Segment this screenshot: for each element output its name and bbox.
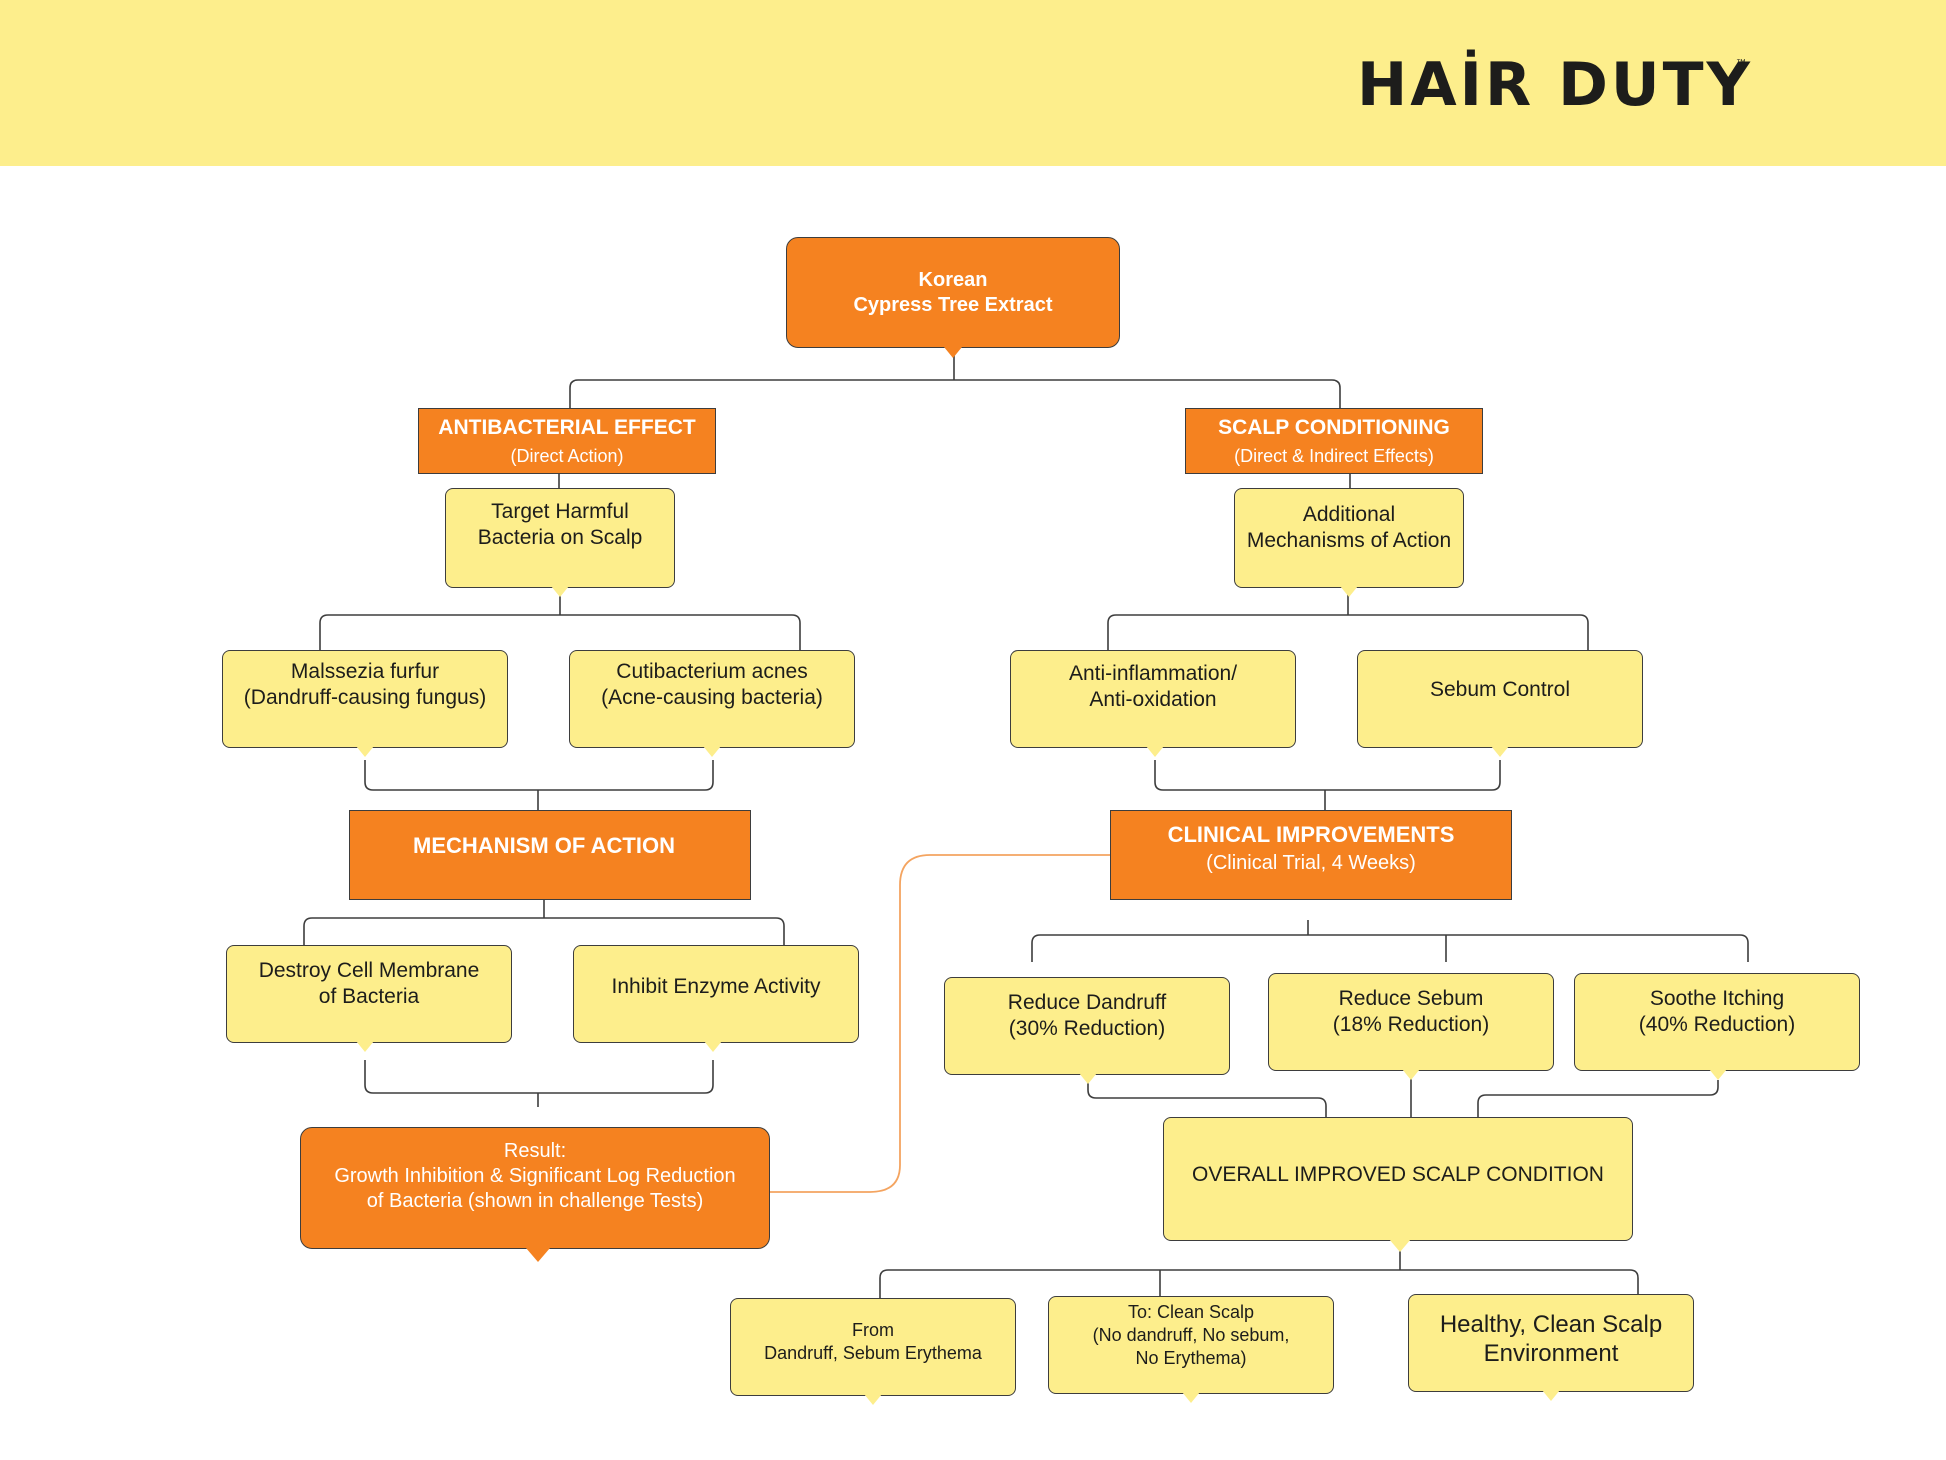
inhibit-enzyme-label: Inhibit Enzyme Activity (611, 975, 821, 998)
to-tail (1182, 1392, 1200, 1403)
additional-mechanisms-tail (1340, 586, 1358, 597)
root-line1: Korean (918, 268, 988, 291)
sebum-control-node: Sebum Control (1357, 650, 1643, 748)
healthy-line1: Healthy, Clean Scalp (1439, 1311, 1663, 1338)
scalp-conditioning-subtitle: (Direct & Indirect Effects) (1234, 445, 1434, 466)
from-line1: From (852, 1320, 894, 1340)
reduce-dandruff-tail (1079, 1073, 1097, 1084)
cutibacterium-node: Cutibacterium acnes (Acne-causing bacter… (569, 650, 855, 748)
malassezia-line2: (Dandruff-causing fungus) (243, 686, 487, 710)
antibacterial-effect-node: ANTIBACTERIAL EFFECT (Direct Action) (418, 408, 716, 474)
from-tail (864, 1394, 882, 1405)
mechanism-of-action-node: MECHANISM OF ACTION (349, 810, 751, 900)
cutibacterium-line1: Cutibacterium acnes (616, 660, 808, 683)
brand-logo: HAİR DUTY (1357, 50, 1753, 120)
reduce-dandruff-line2: (30% Reduction) (1008, 1017, 1166, 1041)
healthy-scalp-node: Healthy, Clean Scalp Environment (1408, 1294, 1694, 1392)
to-node: To: Clean Scalp (No dandruff, No sebum, … (1048, 1296, 1334, 1394)
from-line2: Dandruff, Sebum Erythema (764, 1342, 982, 1363)
destroy-membrane-tail (356, 1041, 374, 1052)
reduce-dandruff-line1: Reduce Dandruff (1007, 991, 1167, 1014)
header-banner: HAİR DUTY ™ (0, 0, 1946, 166)
malassezia-tail (356, 746, 374, 757)
overall-label: OVERALL IMPROVED SCALP CONDITION (1192, 1163, 1604, 1186)
reduce-sebum-line1: Reduce Sebum (1338, 987, 1484, 1010)
target-bacteria-line2: Bacteria on Scalp (477, 526, 643, 550)
clinical-title: CLINICAL IMPROVEMENTS (1167, 822, 1455, 847)
root-node: Korean Cypress Tree Extract (786, 237, 1120, 348)
anti-inflammation-line2: Anti-oxidation (1089, 688, 1217, 712)
result-line1: Result: (503, 1140, 567, 1162)
destroy-membrane-node: Destroy Cell Membrane of Bacteria (226, 945, 512, 1043)
overall-improved-node: OVERALL IMPROVED SCALP CONDITION (1163, 1117, 1633, 1241)
sebum-control-label: Sebum Control (1429, 678, 1571, 701)
additional-mechanisms-line1: Additional (1302, 503, 1396, 526)
scalp-conditioning-node: SCALP CONDITIONING (Direct & Indirect Ef… (1185, 408, 1483, 474)
healthy-line2: Environment (1483, 1339, 1619, 1367)
reduce-dandruff-node: Reduce Dandruff (30% Reduction) (944, 977, 1230, 1075)
result-line2: Growth Inhibition & Significant Log Redu… (334, 1165, 736, 1187)
root-tail (944, 347, 962, 358)
clinical-improvements-node: CLINICAL IMPROVEMENTS (Clinical Trial, 4… (1110, 810, 1512, 900)
clinical-subtitle: (Clinical Trial, 4 Weeks) (1206, 851, 1416, 874)
antibacterial-title: ANTIBACTERIAL EFFECT (438, 415, 696, 439)
healthy-tail (1542, 1390, 1560, 1401)
inhibit-enzyme-node: Inhibit Enzyme Activity (573, 945, 859, 1043)
reduce-sebum-node: Reduce Sebum (18% Reduction) (1268, 973, 1554, 1071)
root-line2: Cypress Tree Extract (853, 293, 1053, 316)
malassezia-node: Malssezia furfur (Dandruff-causing fungu… (222, 650, 508, 748)
target-bacteria-node: Target Harmful Bacteria on Scalp (445, 488, 675, 588)
cutibacterium-line2: (Acne-causing bacteria) (601, 686, 823, 710)
sebum-control-tail (1491, 746, 1509, 757)
reduce-sebum-tail (1402, 1069, 1420, 1080)
target-bacteria-line1: Target Harmful (491, 500, 629, 523)
malassezia-line1: Malssezia furfur (290, 660, 440, 683)
anti-inflammation-node: Anti-inflammation/ Anti-oxidation (1010, 650, 1296, 748)
result-tail (526, 1248, 550, 1262)
anti-inflammation-tail (1146, 746, 1164, 757)
additional-mechanisms-line2: Mechanisms of Action (1246, 529, 1452, 553)
result-node: Result: Growth Inhibition & Significant … (300, 1127, 770, 1249)
scalp-conditioning-title: SCALP CONDITIONING (1218, 415, 1450, 439)
overall-tail (1389, 1239, 1411, 1252)
to-line2: (No dandruff, No sebum, (1092, 1325, 1290, 1346)
destroy-membrane-line2: of Bacteria (318, 985, 420, 1009)
soothe-itching-node: Soothe Itching (40% Reduction) (1574, 973, 1860, 1071)
soothe-itching-tail (1709, 1069, 1727, 1080)
result-line3: of Bacteria (shown in challenge Tests) (366, 1190, 704, 1212)
inhibit-enzyme-tail (704, 1041, 722, 1052)
antibacterial-subtitle: (Direct Action) (510, 445, 624, 466)
trademark-symbol: ™ (1736, 58, 1746, 69)
from-node: From Dandruff, Sebum Erythema (730, 1298, 1016, 1396)
target-bacteria-tail (551, 586, 569, 597)
soothe-itching-line1: Soothe Itching (1649, 987, 1785, 1010)
to-line1: To: Clean Scalp (1127, 1302, 1255, 1322)
additional-mechanisms-node: Additional Mechanisms of Action (1234, 488, 1464, 588)
reduce-sebum-line2: (18% Reduction) (1332, 1013, 1490, 1037)
to-line3: No Erythema) (1135, 1348, 1247, 1369)
anti-inflammation-line1: Anti-inflammation/ (1068, 662, 1238, 685)
destroy-membrane-line1: Destroy Cell Membrane (258, 959, 480, 982)
mechanism-title: MECHANISM OF ACTION (413, 833, 675, 858)
soothe-itching-line2: (40% Reduction) (1638, 1013, 1796, 1037)
cutibacterium-tail (703, 746, 721, 757)
